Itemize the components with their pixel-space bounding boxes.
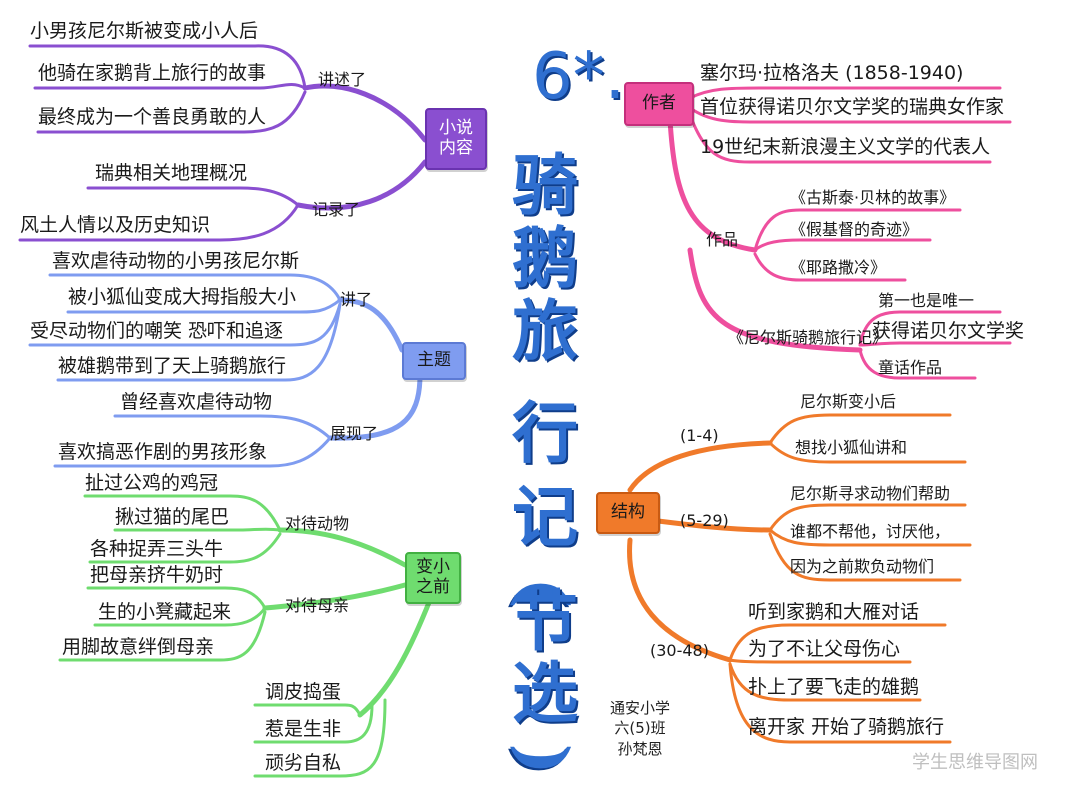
leaf-text: 尼尔斯寻求动物们帮助 [790,484,951,503]
structure-branches [627,413,972,744]
recorded-label: 记录了 [312,200,361,219]
leaf-text: 19世纪末新浪漫主义文学的代表人 [700,136,991,158]
watermark: 学生思维导图网 [912,752,1038,773]
nils-work-label: 《尼尔斯骑鹅旅行记》 [728,328,889,347]
leaf-text: 想找小狐仙讲和 [795,438,908,457]
part-label: (30-48) [650,641,709,660]
leaf-text: 离开家 开始了骑鹅旅行 [748,716,945,738]
author-branches [667,86,1012,380]
before-shrinking-node: 变小之前 [405,552,461,604]
structure-node: 结构 [596,492,660,534]
part-label: (5-29) [680,511,729,530]
leaf-text: 谁都不帮他，讨厌他， [790,522,951,541]
leaf-text: 《古斯泰·贝林的故事》 [790,188,956,207]
narrated-label: 讲述了 [318,70,367,89]
leaf-text: 尼尔斯变小后 [800,392,897,411]
title-paren: ) [504,743,583,775]
title-char: 选 [512,654,578,732]
leaf-text: 各种捉弄三头牛 [90,538,224,560]
leaf-text: 风土人情以及历史知识 [20,214,211,236]
leaf-text: 获得诺贝尔文学奖 [872,320,1025,342]
lesson-number: 6*. [532,40,626,114]
leaf-text: 首位获得诺贝尔文学奖的瑞典女作家 [700,96,1005,118]
leaf-text: 被小狐仙变成大拇指般大小 [68,286,297,308]
title-char: 旅 [512,292,578,370]
leaf-text: 喜欢虐待动物的小男孩尼尔斯 [52,250,300,272]
told-label: 讲了 [340,290,373,309]
leaf-text: 塞尔玛·拉格洛夫 (1858-1940) [700,62,964,84]
author-signature: 通安小学 六(5)班 孙梵恩 [600,698,680,759]
leaf-text: 受尽动物们的嘲笑 恐吓和追逐 [30,320,284,342]
trait-text: 顽劣自私 [265,752,342,774]
theme-node: 主题 [402,342,466,380]
leaf-text: 小男孩尼尔斯被变成小人后 [30,20,259,42]
title-char: 节 [512,582,578,660]
leaf-text: 喜欢搞恶作剧的男孩形象 [58,441,268,463]
leaf-text: 把母亲挤牛奶时 [90,564,224,586]
author-node: 作者 [624,82,694,126]
works-label: 作品 [706,230,739,249]
leaf-text: 揪过猫的尾巴 [115,506,230,528]
leaf-text: 曾经喜欢虐待动物 [120,391,273,413]
leaf-text: 被雄鹅带到了天上骑鹅旅行 [58,355,287,377]
part-label: (1-4) [680,426,719,445]
leaf-text: 因为之前欺负动物们 [790,557,935,576]
theme-branches [28,273,423,468]
novel-branches [18,44,428,242]
trait-text: 调皮捣蛋 [265,681,342,703]
leaf-text: 瑞典相关地理概况 [95,162,248,184]
class-name: 六(5)班 [614,719,666,738]
leaf-text: 为了不让父母伤心 [748,638,901,660]
leaf-text: 他骑在家鹅背上旅行的故事 [38,62,267,84]
student-name: 孙梵恩 [617,739,663,758]
school-name: 通安小学 [609,699,670,717]
leaf-text: 扯过公鸡的鸡冠 [85,472,219,494]
title-char: 鹅 [512,219,578,297]
leaf-text: 第一也是唯一 [878,291,975,310]
title-char: 骑 [512,146,578,224]
leaf-text: 《耶路撒冷》 [790,258,887,277]
shown-label: 展现了 [330,424,379,443]
animals-label: 对待动物 [285,514,350,533]
leaf-text: 童话作品 [878,358,943,377]
mother-label: 对待母亲 [285,596,350,615]
leaf-text: 听到家鹅和大雁对话 [748,601,920,623]
title-char: 记 [512,478,578,556]
title-char: 行 [512,394,578,472]
before-branches [58,494,433,778]
trait-text: 惹是生非 [265,718,342,740]
leaf-text: 扑上了要飞走的雄鹅 [748,676,920,698]
leaf-text: 生的小凳藏起来 [98,601,232,623]
leaf-text: 最终成为一个善良勇敢的人 [38,106,267,128]
leaf-text: 用脚故意绊倒母亲 [62,636,215,658]
novel-content-node: 小说内容 [425,108,487,170]
leaf-text: 《假基督的奇迹》 [790,220,919,239]
